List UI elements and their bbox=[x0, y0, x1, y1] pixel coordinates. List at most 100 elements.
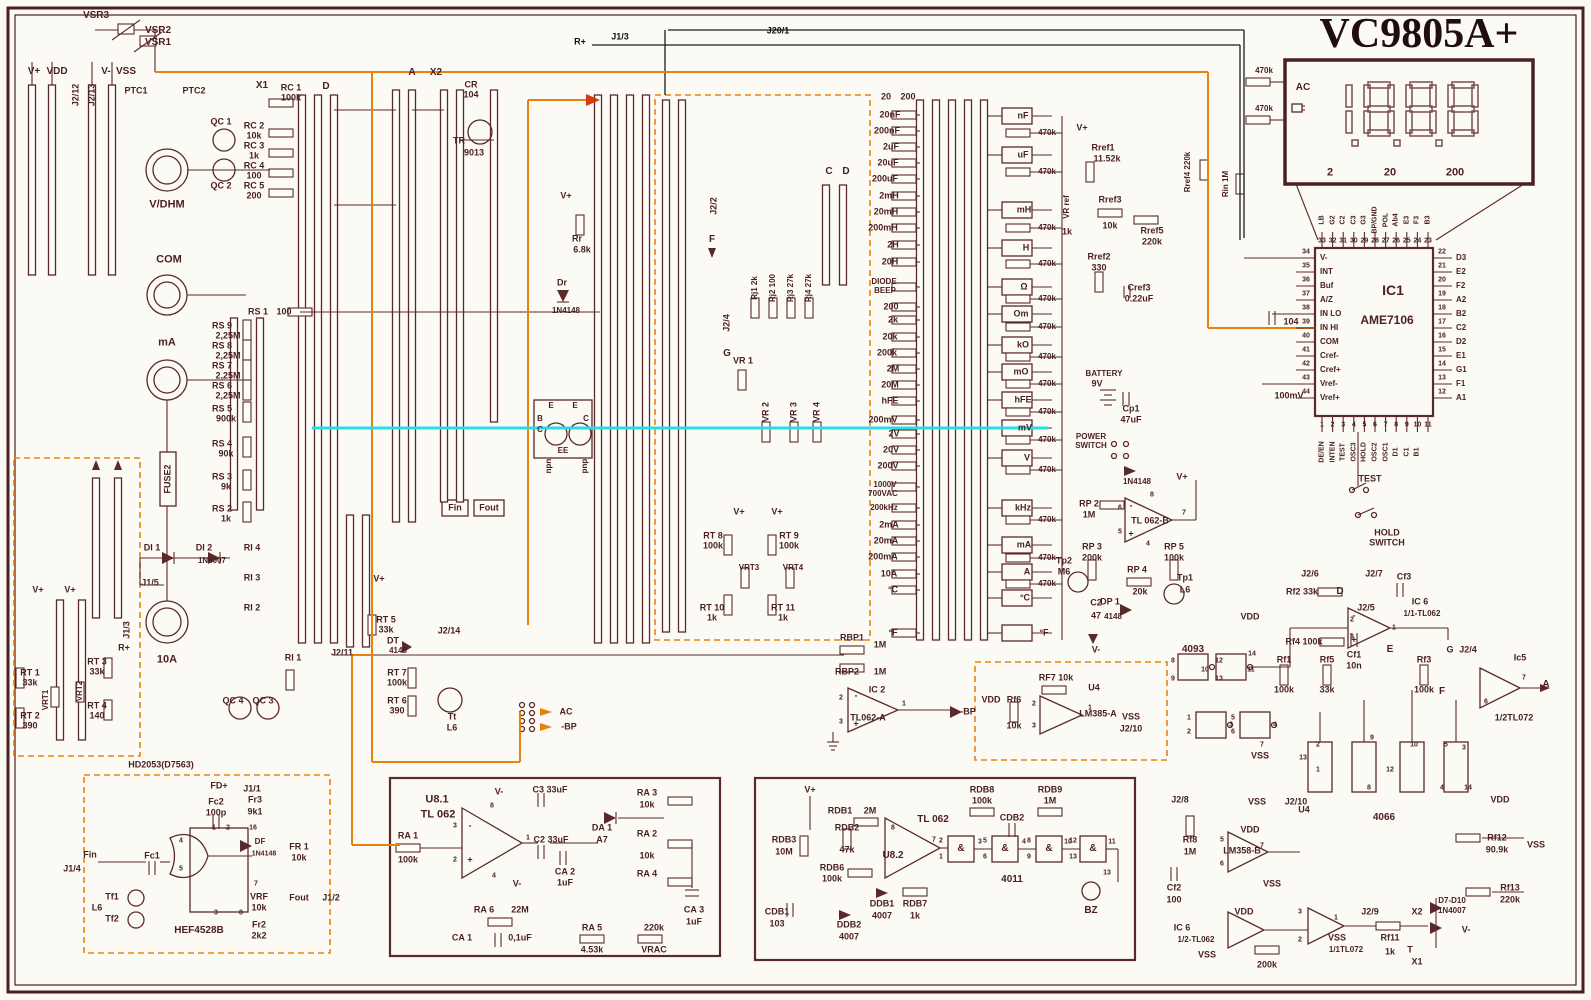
schematic-label: VRAC bbox=[641, 944, 667, 955]
schematic-label: PTC1 bbox=[124, 85, 148, 96]
schematic-label: VSR2 bbox=[144, 25, 172, 36]
schematic-label: VR 4 bbox=[811, 401, 822, 423]
schematic-label: Om bbox=[1013, 308, 1029, 319]
ic1-pin-label: G3 bbox=[1360, 215, 1368, 225]
schematic-label: 2,25M bbox=[215, 350, 241, 361]
schematic-label: 1N4007 bbox=[1437, 906, 1467, 915]
ic1-pin-number: 28 bbox=[1371, 237, 1379, 245]
schematic-label: 900k bbox=[215, 413, 237, 424]
schematic-label: 2k bbox=[887, 314, 899, 325]
schematic-label: RP 2 bbox=[1079, 498, 1099, 509]
schematic-label: J1/3 bbox=[611, 31, 629, 42]
schematic-label: 7 bbox=[1260, 842, 1264, 850]
schematic-label: 1 bbox=[1316, 766, 1320, 774]
schematic-label: 100k bbox=[1273, 684, 1295, 695]
ic1-pin-number: 40 bbox=[1302, 332, 1310, 340]
schematic-label: L6 bbox=[446, 722, 458, 733]
schematic-label: 100k bbox=[821, 873, 843, 884]
schematic-label: 10A bbox=[880, 568, 898, 579]
schematic-label: Rr bbox=[571, 233, 583, 244]
schematic-label: 20k bbox=[882, 331, 898, 342]
schematic-label: 2k2 bbox=[251, 930, 267, 941]
ic1-pin-number: 20 bbox=[1438, 276, 1446, 284]
schematic-label: 13 bbox=[1103, 869, 1111, 877]
schematic-label: TL062-A bbox=[850, 712, 886, 723]
schematic-label: F bbox=[708, 234, 716, 245]
schematic-label: VDD bbox=[1240, 611, 1260, 622]
schematic-label: HEF4528B bbox=[174, 925, 224, 936]
schematic-label: - bbox=[1129, 500, 1133, 511]
ic1-pin-label: HOLD bbox=[1360, 442, 1368, 462]
schematic-label: J2/11 bbox=[330, 647, 354, 658]
schematic-label: RC 3 bbox=[243, 140, 265, 151]
schematic-label: RDB2 bbox=[834, 822, 860, 833]
ic1-pin-label: G2 bbox=[1329, 215, 1337, 225]
schematic-label: RDB3 bbox=[771, 834, 797, 845]
ic1-pin-number: 18 bbox=[1438, 304, 1446, 312]
schematic-label: - bbox=[468, 820, 472, 831]
schematic-label: 5 bbox=[1231, 714, 1235, 722]
schematic-label: RI 1 bbox=[284, 652, 302, 663]
schematic-label: 90.9k bbox=[1485, 844, 1509, 855]
schematic-label: U4 bbox=[1298, 804, 1310, 815]
ic1-pin-number: 44 bbox=[1302, 388, 1310, 396]
ic1-pin-label: OSC2 bbox=[1371, 442, 1379, 462]
schematic-label: 10 bbox=[1410, 741, 1418, 749]
schematic-label: HD2053(D7563) bbox=[128, 759, 194, 770]
schematic-label: Rf4 100k bbox=[1285, 636, 1323, 647]
schematic-label: Rref2 bbox=[1087, 251, 1111, 262]
schematic-label: 3 bbox=[1350, 633, 1354, 641]
schematic-label: 100 bbox=[276, 306, 292, 317]
schematic-label: 8 bbox=[490, 802, 494, 810]
schematic-label: FR 1 bbox=[289, 841, 309, 852]
schematic-label: Dr bbox=[556, 277, 568, 288]
schematic-label: 3 bbox=[1298, 908, 1302, 916]
schematic-label: G bbox=[723, 348, 731, 359]
schematic-label: 1 bbox=[526, 834, 530, 842]
schematic-label: V+ bbox=[733, 506, 745, 517]
schematic-label: E bbox=[1386, 644, 1394, 655]
schematic-label: RT 6 bbox=[387, 695, 407, 706]
ic1-pin-label: C2 bbox=[1339, 215, 1347, 225]
schematic-label: 2 bbox=[1298, 936, 1302, 944]
schematic-label: VSS bbox=[1121, 711, 1141, 722]
schematic-label: & bbox=[1089, 843, 1097, 854]
ic1-pin-label: B3 bbox=[1424, 215, 1432, 225]
schematic-label: hFE bbox=[881, 395, 899, 406]
schematic-label: RA 3 bbox=[636, 787, 658, 798]
schematic-label: V+ bbox=[560, 190, 572, 201]
schematic-label: Cf1 bbox=[1346, 649, 1362, 660]
schematic-label: E bbox=[548, 401, 554, 410]
schematic-label: RC 5 bbox=[243, 180, 265, 191]
schematic-label: 470k bbox=[1038, 379, 1056, 388]
schematic-label: 100 bbox=[246, 170, 262, 181]
schematic-label: 20mA bbox=[873, 535, 899, 546]
schematic-label: 12 bbox=[1386, 766, 1394, 774]
schematic-label: 4093 bbox=[1181, 644, 1205, 655]
schematic-label: V- bbox=[101, 66, 111, 77]
ic1-pin-label: E3 bbox=[1403, 215, 1411, 225]
schematic-label: RT 11 bbox=[770, 602, 796, 613]
schematic-label: J1/1 bbox=[243, 783, 261, 794]
ic1-pin-number: 4 bbox=[1351, 421, 1356, 429]
schematic-label: IC 2 bbox=[868, 684, 886, 695]
ic1-pin-number: 16 bbox=[1438, 332, 1446, 340]
ic1-pin-label: F3 bbox=[1413, 215, 1421, 225]
schematic-label: D bbox=[1336, 586, 1344, 597]
schematic-label: 3 bbox=[1032, 722, 1036, 730]
schematic-label: VDD bbox=[981, 694, 1001, 705]
schematic-label: J1/5 bbox=[141, 577, 159, 588]
schematic-label: 140 bbox=[89, 710, 105, 721]
schematic-label: 0.22uF bbox=[1124, 293, 1154, 304]
ic1-pin-label: V- bbox=[1320, 253, 1328, 262]
schematic-label: 6 bbox=[983, 853, 987, 861]
schematic-label: J2/10 bbox=[1119, 723, 1143, 734]
schematic-label: 5 bbox=[1118, 528, 1122, 536]
schematic-label: Fc1 bbox=[144, 850, 160, 861]
schematic-label: COM bbox=[156, 253, 182, 266]
schematic-label: 200nF bbox=[873, 125, 901, 136]
schematic-label: - bbox=[854, 690, 858, 701]
schematic-label: 2,25M bbox=[215, 330, 241, 341]
